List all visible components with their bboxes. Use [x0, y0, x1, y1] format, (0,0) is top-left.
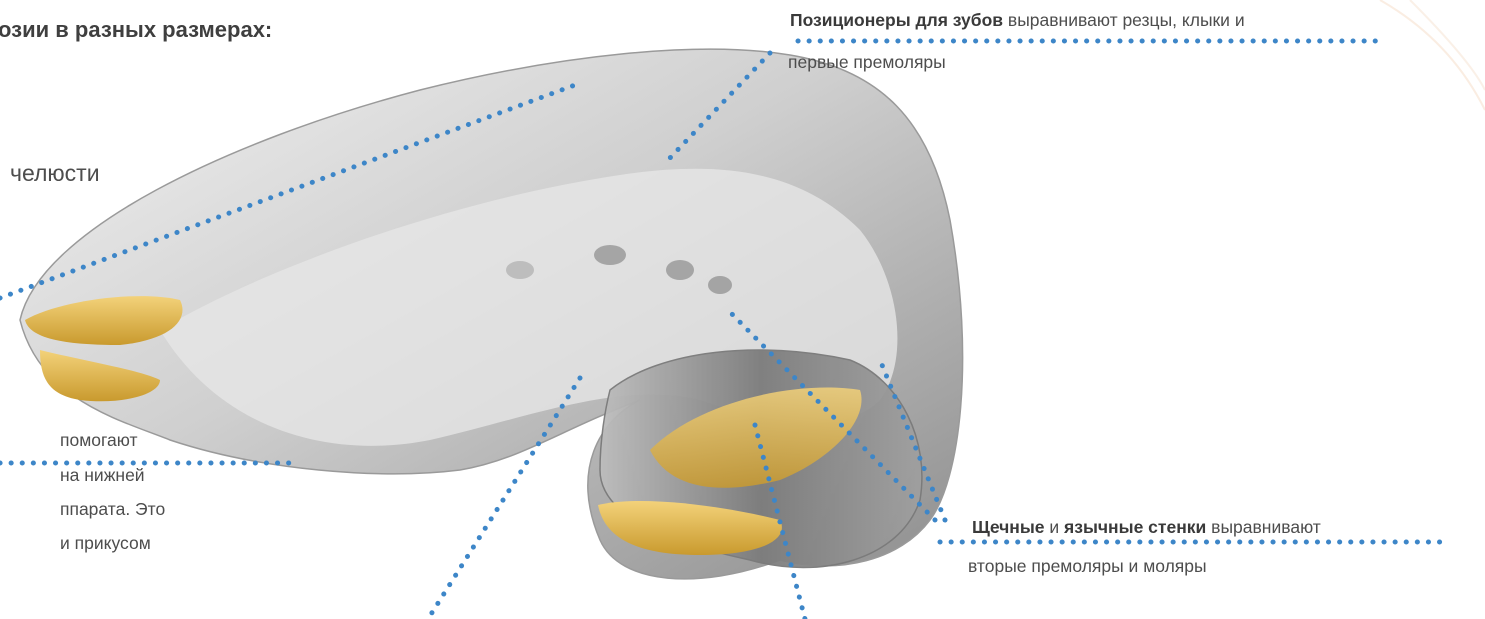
- leader-line-upper-left: [0, 85, 575, 298]
- left-line-2: на нижней: [60, 463, 165, 488]
- jaw-label: челюсти: [10, 160, 100, 187]
- left-line-1: помогают: [60, 428, 165, 453]
- positioners-label: Позиционеры для зубов выравнивают резцы,…: [790, 10, 1245, 31]
- left-line-4: и прикусом: [60, 531, 165, 556]
- leader-line-bottom-left: [428, 378, 580, 619]
- positioners-rest: выравнивают резцы, клыки и: [1003, 10, 1245, 30]
- left-description: помогают на нижней ппарата. Это и прикус…: [60, 428, 165, 556]
- positioners-line-2: первые премоляры: [788, 52, 946, 73]
- walls-bold-1: Щечные: [972, 517, 1045, 537]
- walls-rest: выравнивают: [1206, 517, 1321, 537]
- leader-line-positioners-diagonal: [668, 53, 770, 160]
- positioners-bold: Позиционеры для зубов: [790, 10, 1003, 30]
- page-heading: озии в разных размерах:: [0, 17, 272, 43]
- walls-bold-2: язычные стенки: [1064, 517, 1206, 537]
- leader-line-center-down: [755, 425, 805, 619]
- left-line-3: ппарата. Это: [60, 497, 165, 522]
- walls-label: Щечные и язычные стенки выравнивают: [972, 517, 1321, 538]
- walls-line-2: вторые премоляры и моляры: [968, 556, 1207, 577]
- walls-mid: и: [1045, 517, 1065, 537]
